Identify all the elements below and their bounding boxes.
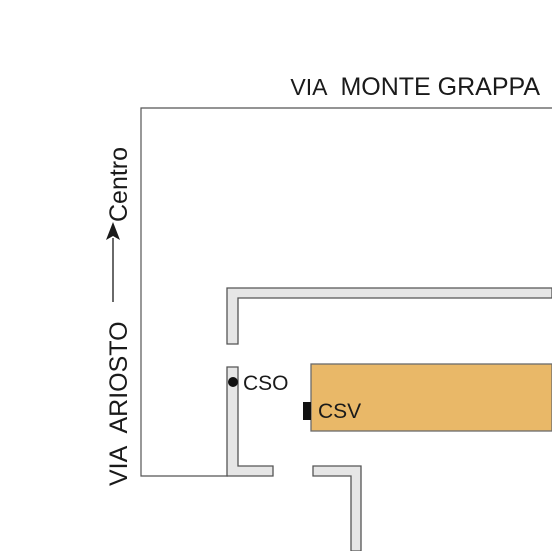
wall-upper bbox=[226, 287, 552, 345]
street-name-left: ARIOSTO bbox=[105, 321, 133, 433]
building-csv bbox=[310, 363, 552, 432]
road-outline bbox=[140, 107, 552, 477]
csv-square-icon bbox=[303, 402, 311, 420]
street-prefix-top: VIA bbox=[290, 74, 328, 100]
street-prefix-left: VIA bbox=[105, 445, 133, 486]
csv-label: CSV bbox=[318, 400, 361, 423]
cso-label: CSO bbox=[243, 372, 289, 395]
cso-dot-icon bbox=[228, 377, 238, 387]
arrow-up-icon bbox=[106, 222, 120, 240]
street-label-top: VIA MONTE GRAPPA bbox=[290, 73, 540, 101]
street-label-left: VIA ARIOSTO bbox=[105, 321, 133, 486]
street-name-top: MONTE GRAPPA bbox=[340, 73, 540, 101]
wall-lower-right bbox=[312, 465, 362, 551]
direction-label: Centro bbox=[105, 147, 133, 222]
